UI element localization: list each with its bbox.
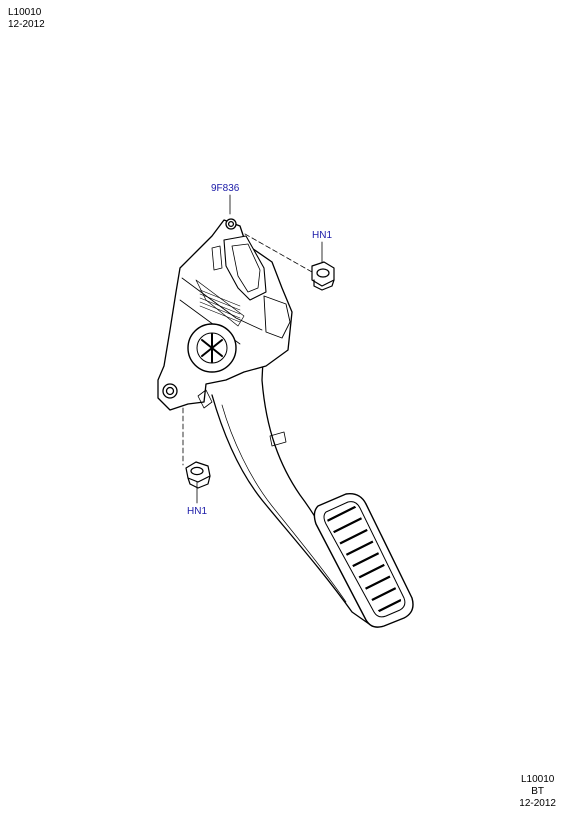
callout-nut-lower[interactable]: HN1 bbox=[187, 506, 208, 517]
leader-lines bbox=[196, 194, 323, 504]
header-date: 12-2012 bbox=[8, 19, 45, 30]
header-block: L10010 12-2012 bbox=[8, 7, 45, 31]
callout-pedal-assembly[interactable]: 9F836 bbox=[211, 183, 240, 194]
dashed-lines bbox=[182, 229, 313, 466]
footer-block: L10010 BT 12-2012 bbox=[519, 774, 556, 810]
footer-market: BT bbox=[531, 786, 545, 797]
upper-nut bbox=[311, 261, 335, 291]
footer-code: L10010 bbox=[520, 774, 555, 785]
lower-nut bbox=[185, 461, 211, 489]
header-code: L10010 bbox=[8, 7, 42, 18]
pedal-housing bbox=[157, 218, 293, 411]
footer-date: 12-2012 bbox=[519, 798, 556, 809]
callout-nut-upper[interactable]: HN1 bbox=[312, 230, 333, 241]
